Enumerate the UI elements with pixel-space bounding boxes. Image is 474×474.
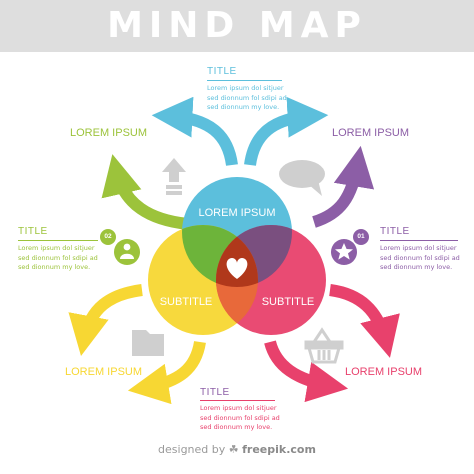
top-branch-line-2: sed dionnum fol sdipi ad bbox=[207, 93, 287, 102]
top-branch-line-3: sed dionnum my love. bbox=[207, 103, 280, 111]
left-branch-text: Lorem ipsum dol sitjuer sed dionnum fol … bbox=[18, 244, 98, 273]
badge-01-number: 01 bbox=[357, 233, 365, 240]
right-branch-text: Lorem ipsum dol sitjuer sed dionnum fol … bbox=[380, 244, 460, 273]
top-branch-rule bbox=[207, 80, 282, 81]
star-icon bbox=[335, 243, 353, 260]
bottom-branch-line-2: sed dionnum fol sdipi ad bbox=[200, 413, 280, 422]
arrow-lower-right-1 bbox=[329, 284, 400, 358]
right-branch-rule bbox=[380, 240, 458, 241]
left-branch-title: TITLE bbox=[18, 226, 48, 237]
footer-prefix: designed by bbox=[158, 443, 226, 456]
folder-icon bbox=[132, 330, 164, 356]
bottom-branch-rule bbox=[200, 400, 275, 401]
heart-icon bbox=[226, 258, 248, 279]
right-branch-line-1: Lorem ipsum dol sitjuer bbox=[380, 244, 457, 252]
lower-left-heading: LOREM IPSUM bbox=[65, 366, 143, 378]
left-branch-line-2: sed dionnum fol sdipi ad bbox=[18, 253, 98, 262]
upload-arrow-icon bbox=[162, 158, 186, 195]
footer-credit: designed by ☘ freepik.com bbox=[0, 443, 474, 456]
top-branch-line-1: Lorem ipsum dol sitjuer bbox=[207, 84, 284, 92]
upper-left-heading: LOREM IPSUM bbox=[70, 127, 148, 139]
top-branch-title: TITLE bbox=[207, 66, 237, 77]
right-branch-title: TITLE bbox=[380, 226, 410, 237]
arrow-lower-left-2 bbox=[127, 340, 206, 405]
header-banner: MIND MAP bbox=[0, 0, 474, 52]
arrow-top-right bbox=[244, 96, 329, 167]
freepik-logo-icon: ☘ bbox=[228, 443, 239, 456]
basket-icon bbox=[304, 327, 344, 364]
arrow-lower-left-1 bbox=[68, 284, 143, 357]
left-branch-line-3: sed dionnum my love. bbox=[18, 263, 91, 271]
badge-02-number: 02 bbox=[104, 233, 112, 240]
left-branch-line-1: Lorem ipsum dol sitjuer bbox=[18, 244, 95, 252]
bottom-branch-line-1: Lorem ipsum dol sitjuer bbox=[200, 404, 277, 412]
top-circle-label: LOREM IPSUM bbox=[198, 207, 276, 219]
upper-right-heading: LOREM IPSUM bbox=[332, 127, 410, 139]
left-circle-label: SUBTITLE bbox=[159, 296, 213, 308]
right-branch-line-2: sed dionnum fol sdipi ad bbox=[380, 253, 460, 262]
arrow-lower-right-2 bbox=[264, 340, 349, 403]
badge-02 bbox=[100, 229, 140, 265]
bottom-branch-title: TITLE bbox=[200, 387, 230, 398]
arrow-top-left bbox=[151, 96, 238, 167]
page-title: MIND MAP bbox=[107, 5, 367, 46]
right-branch-line-3: sed dionnum my love. bbox=[380, 263, 453, 271]
lower-right-heading: LOREM IPSUM bbox=[345, 366, 423, 378]
bottom-branch-line-3: sed dionnum my love. bbox=[200, 423, 273, 431]
badge-01 bbox=[331, 229, 369, 265]
left-branch-rule bbox=[18, 240, 98, 241]
person-icon bbox=[123, 243, 131, 251]
top-branch-text: Lorem ipsum dol sitjuer sed dionnum fol … bbox=[207, 84, 287, 113]
arrow-upper-right bbox=[312, 145, 375, 228]
speech-bubble-icon bbox=[279, 160, 325, 196]
right-circle-label: SUBTITLE bbox=[261, 296, 315, 308]
arrow-upper-left bbox=[101, 154, 189, 230]
bottom-branch-text: Lorem ipsum dol sitjuer sed dionnum fol … bbox=[200, 404, 280, 433]
footer-brand: freepik.com bbox=[242, 443, 316, 456]
